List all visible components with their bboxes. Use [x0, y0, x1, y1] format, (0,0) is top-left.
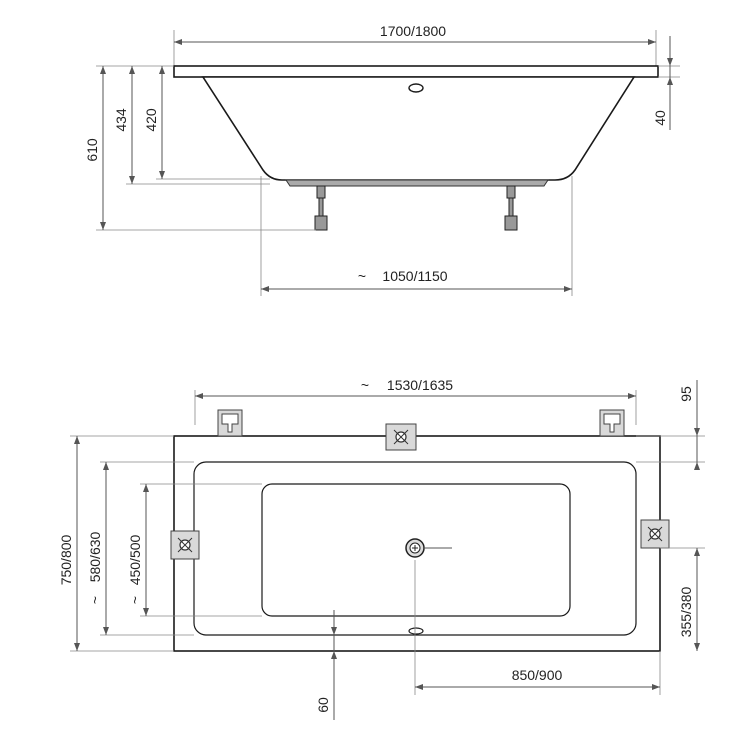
- overflow-hole: [408, 83, 424, 93]
- top-view: ~ 1530/1635: [58, 377, 705, 720]
- rim-thickness-label: 40: [652, 110, 668, 126]
- mounting-bracket-left: [170, 530, 200, 560]
- frame-length-label: 1530/1635: [387, 377, 453, 393]
- tub-floor: [261, 483, 571, 617]
- inner-depth-label: 420: [143, 108, 159, 132]
- side-view: 1700/1800 610 434: [84, 23, 680, 296]
- leg-right: [504, 185, 518, 231]
- overflow-marker: [408, 627, 424, 635]
- approx-symbol: ~: [358, 268, 366, 284]
- drain-position-label: 850/900: [512, 667, 563, 683]
- edge-offset-label: 60: [315, 697, 331, 713]
- approx-symbol: ~: [87, 596, 103, 604]
- bottom-length-label: 1050/1150: [382, 268, 447, 284]
- overall-width-label: 750/800: [58, 534, 74, 585]
- leg-left: [314, 185, 328, 231]
- drain-offset-label: 355/380: [678, 586, 694, 637]
- tub-rim: [173, 65, 659, 78]
- floor-width-label: 450/500: [127, 534, 143, 585]
- arrow-head: [648, 39, 656, 45]
- faucet-bracket-left: [217, 409, 243, 437]
- tub-body: [201, 76, 636, 181]
- approx-symbol: ~: [127, 596, 143, 604]
- rim-to-base-label: 434: [113, 108, 129, 132]
- mounting-bracket-right: [640, 519, 670, 549]
- total-height-label: 610: [84, 138, 100, 162]
- drain-icon: [405, 538, 425, 558]
- arrow-head: [174, 39, 182, 45]
- overall-length-label: 1700/1800: [380, 23, 446, 39]
- inner-width-label: 580/630: [87, 531, 103, 582]
- approx-symbol: ~: [361, 377, 369, 393]
- mounting-bracket-top: [385, 423, 417, 451]
- faucet-bracket-right: [599, 409, 625, 437]
- frame-offset-label: 95: [678, 386, 694, 402]
- support-strip: [285, 179, 549, 187]
